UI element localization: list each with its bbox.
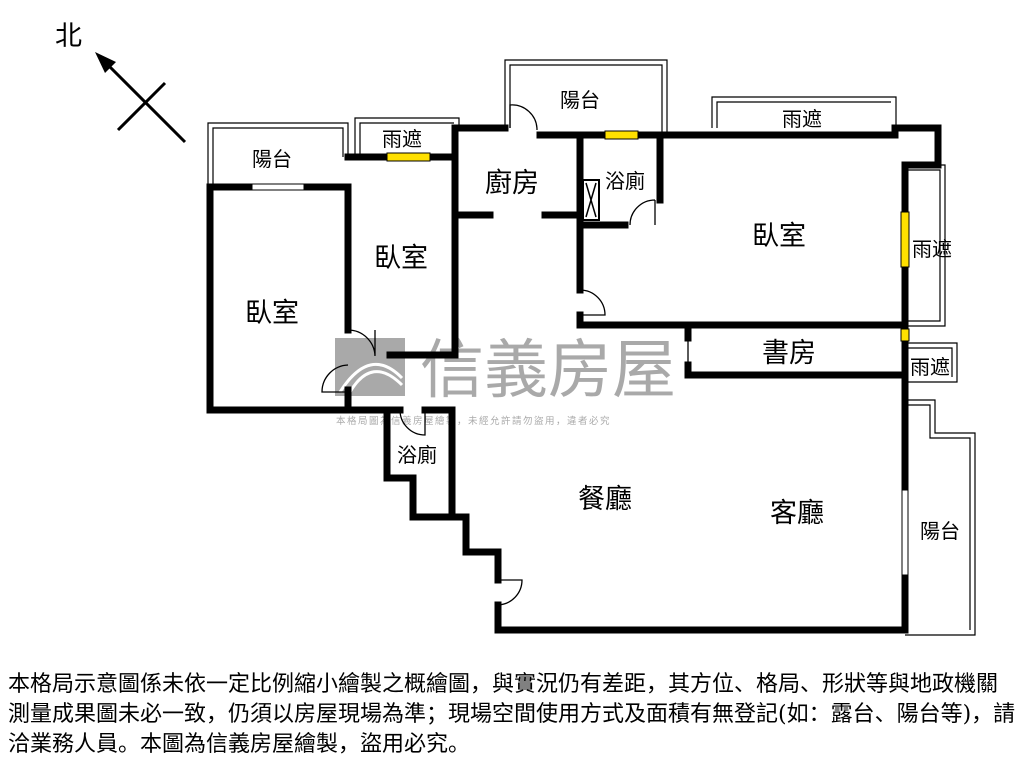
label-bath-upper: 浴廁 <box>605 169 645 193</box>
label-bath-lower: 浴廁 <box>397 443 437 467</box>
watermark-notice: 本格局圖為信義房屋繪製，未經允許請勿盜用，違者必究 <box>336 415 611 427</box>
north-label: 北 <box>55 21 82 52</box>
walls <box>206 124 942 634</box>
floor-plan: 信義房屋 本格局圖為信義房屋繪製，未經允許請勿盜用，違者必究 北 <box>55 21 976 636</box>
label-balcony-top: 陽台 <box>560 88 600 112</box>
disclaimer-text: 本格局示意圖係未依一定比例縮小繪製之概繪圖，與實況仍有差距，其方位、格局、形狀等… <box>8 672 1016 757</box>
doors <box>321 104 689 606</box>
windows <box>251 130 910 576</box>
label-dining: 餐廳 <box>578 484 632 515</box>
label-bedroom-right: 臥室 <box>752 221 806 252</box>
north-arrow-icon <box>95 52 116 73</box>
label-rain-cover-top-right: 雨遮 <box>782 107 822 131</box>
outdoor-areas <box>207 59 976 636</box>
room-labels: 陽台 雨遮 陽台 雨遮 廚房 浴廁 臥室 臥室 臥室 雨遮 書房 雨遮 浴廁 餐… <box>245 88 960 543</box>
label-kitchen: 廚房 <box>485 168 539 199</box>
label-bedroom-left: 臥室 <box>245 298 299 329</box>
watermark-logo <box>335 338 405 396</box>
label-living: 客廳 <box>770 498 824 529</box>
label-bedroom-middle: 臥室 <box>374 243 428 274</box>
label-rain-cover-right: 雨遮 <box>912 237 952 261</box>
watermark: 信義房屋 本格局圖為信義房屋繪製，未經允許請勿盜用，違者必究 <box>335 334 676 427</box>
label-balcony-right: 陽台 <box>920 519 960 543</box>
label-balcony-left: 陽台 <box>252 147 292 171</box>
label-study: 書房 <box>762 338 816 369</box>
label-rain-cover-small: 雨遮 <box>910 355 950 379</box>
north-compass: 北 <box>55 21 187 144</box>
watermark-brand: 信義房屋 <box>420 334 676 408</box>
label-rain-cover-top-left: 雨遮 <box>382 127 422 151</box>
